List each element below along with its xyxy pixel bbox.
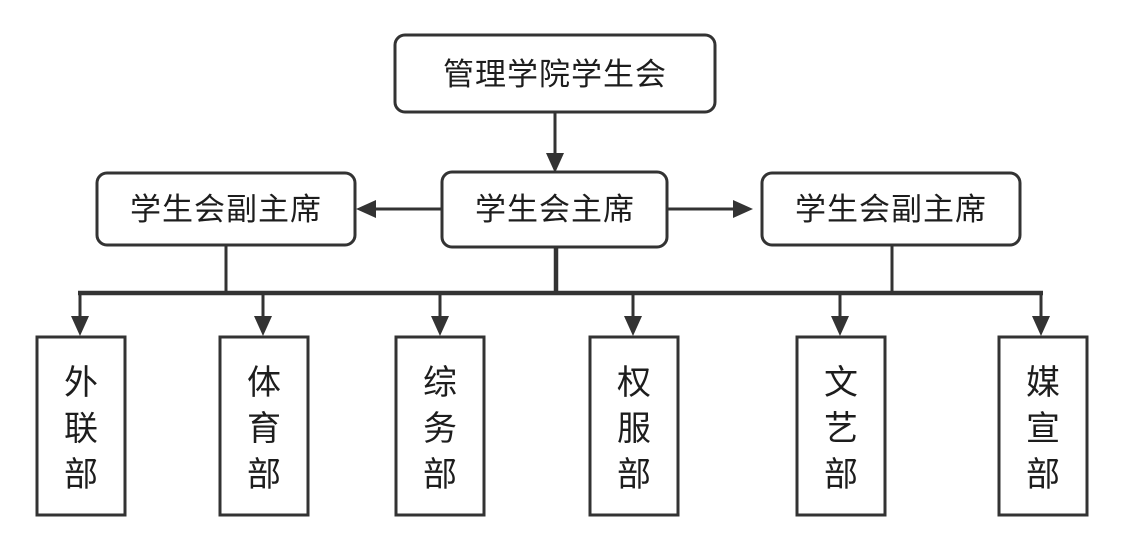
node-president[interactable]: 学生会主席 bbox=[440, 170, 669, 249]
node-department-general-affairs-box[interactable] bbox=[394, 335, 486, 517]
node-department-rights-service-char-2: 服 bbox=[617, 409, 651, 449]
node-department-sports-char-3: 部 bbox=[247, 455, 281, 495]
node-department-rights-service-box[interactable] bbox=[588, 335, 680, 517]
node-department-external-relations-char-3: 部 bbox=[64, 455, 98, 495]
node-president-box[interactable] bbox=[440, 170, 669, 249]
node-department-sports-char-1: 体 bbox=[247, 363, 281, 403]
connector-root-to-president bbox=[546, 112, 564, 173]
node-department-rights-service-char-3: 部 bbox=[617, 455, 651, 495]
node-vice-president-right-label: 学生会副主席 bbox=[795, 192, 987, 228]
node-root[interactable]: 管理学院学生会 bbox=[393, 33, 717, 114]
node-department-sports-box[interactable] bbox=[218, 335, 310, 517]
node-department-sports[interactable]: 体 育 部 bbox=[218, 335, 310, 517]
node-vice-president-left[interactable]: 学生会副主席 bbox=[95, 171, 357, 247]
node-department-media-publicity-char-1: 媒 bbox=[1026, 363, 1060, 403]
node-vice-president-left-label: 学生会副主席 bbox=[130, 192, 322, 228]
node-department-external-relations-box[interactable] bbox=[35, 335, 127, 517]
node-department-arts-box[interactable] bbox=[795, 335, 887, 517]
arrow-head-down-president bbox=[546, 153, 564, 173]
node-root-box[interactable] bbox=[393, 33, 717, 114]
node-vice-president-left-box[interactable] bbox=[95, 171, 357, 247]
arrow-head-left-vp bbox=[356, 200, 376, 218]
node-department-external-relations[interactable]: 外 联 部 bbox=[35, 335, 127, 517]
node-department-external-relations-char-1: 外 bbox=[64, 363, 98, 403]
node-department-general-affairs-char-1: 综 bbox=[423, 363, 457, 403]
connector-president-to-vp-left bbox=[356, 200, 442, 218]
node-root-label: 管理学院学生会 bbox=[443, 57, 667, 93]
node-department-media-publicity-char-2: 宣 bbox=[1026, 409, 1060, 449]
node-department-external-relations-char-2: 联 bbox=[64, 409, 98, 449]
node-department-arts-char-2: 艺 bbox=[824, 409, 858, 449]
connector-leadership-stems bbox=[224, 245, 894, 294]
node-president-label: 学生会主席 bbox=[475, 192, 635, 228]
node-department-general-affairs-char-2: 务 bbox=[423, 409, 457, 449]
connector-bus-to-departments bbox=[71, 293, 1050, 336]
node-department-media-publicity-box[interactable] bbox=[997, 335, 1089, 517]
node-vice-president-right-box[interactable] bbox=[760, 171, 1022, 247]
arrow-head-right-vp bbox=[733, 200, 753, 218]
node-department-rights-service[interactable]: 权 服 部 bbox=[588, 335, 680, 517]
node-department-arts[interactable]: 文 艺 部 bbox=[795, 335, 887, 517]
node-department-general-affairs[interactable]: 综 务 部 bbox=[394, 335, 486, 517]
node-department-general-affairs-char-3: 部 bbox=[423, 455, 457, 495]
node-department-arts-char-3: 部 bbox=[824, 455, 858, 495]
node-vice-president-right[interactable]: 学生会副主席 bbox=[760, 171, 1022, 247]
node-department-media-publicity[interactable]: 媒 宣 部 bbox=[997, 335, 1089, 517]
node-department-sports-char-2: 育 bbox=[247, 409, 281, 449]
node-department-arts-char-1: 文 bbox=[824, 363, 858, 403]
node-department-rights-service-char-1: 权 bbox=[617, 363, 651, 403]
node-department-media-publicity-char-3: 部 bbox=[1026, 455, 1060, 495]
connector-president-to-vp-right bbox=[667, 200, 753, 218]
